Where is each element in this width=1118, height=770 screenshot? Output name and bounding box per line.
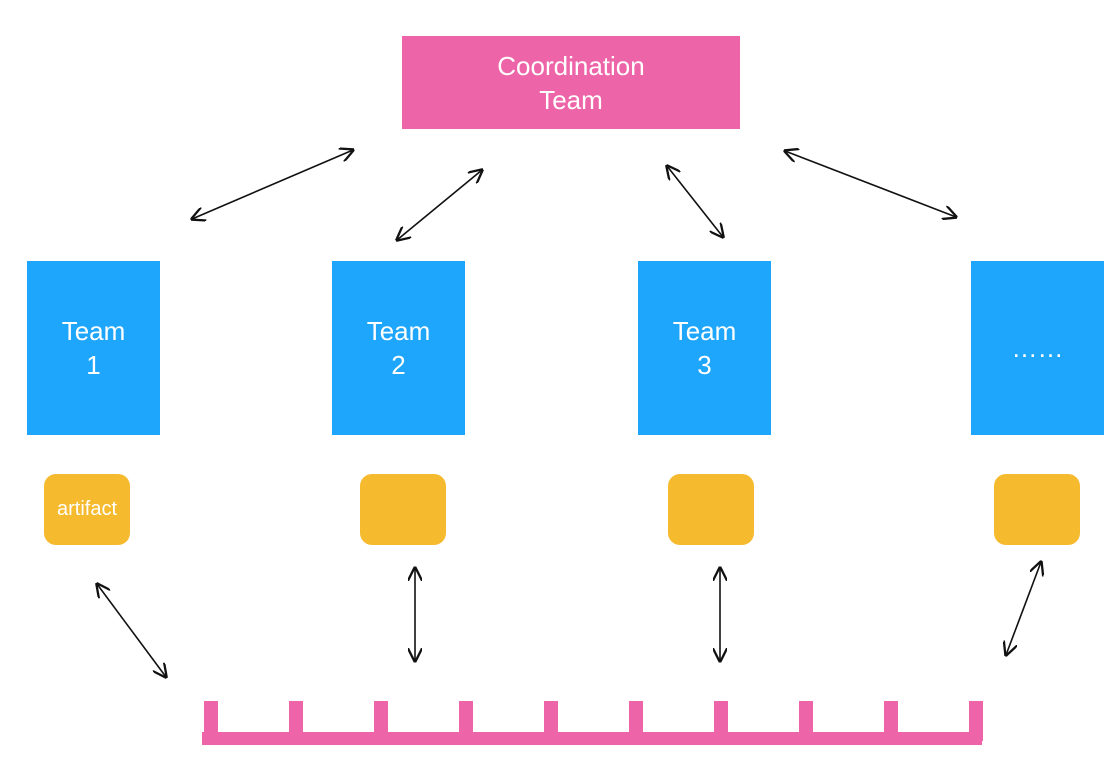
arrow-coord-team-more bbox=[785, 151, 956, 217]
bus-tooth bbox=[289, 701, 303, 741]
team-box-1: Team 1 bbox=[27, 261, 160, 435]
coordination-team-label: Coordination Team bbox=[497, 50, 645, 115]
artifact-box-1: artifact bbox=[44, 474, 130, 545]
artifact-label-1: artifact bbox=[56, 498, 118, 520]
team-label-2: Team 2 bbox=[366, 316, 431, 380]
bus-tooth bbox=[714, 701, 728, 741]
arrow-coord-team-1 bbox=[192, 150, 353, 219]
bus-tooth bbox=[459, 701, 473, 741]
team-label-3: Team 3 bbox=[672, 316, 737, 380]
team-box-3: Team 3 bbox=[638, 261, 771, 435]
artifact-box-4 bbox=[994, 474, 1080, 545]
team-label-1: Team 1 bbox=[61, 316, 126, 380]
bus-tooth bbox=[204, 701, 218, 741]
artifact-box-3 bbox=[668, 474, 754, 545]
bus-tooth bbox=[969, 701, 983, 741]
bus-tooth bbox=[884, 701, 898, 741]
arrow-coord-team-2 bbox=[397, 170, 482, 240]
arrow-coord-team-3 bbox=[667, 166, 723, 237]
coordination-team-box: Coordination Team bbox=[402, 36, 740, 129]
bus-rail bbox=[202, 732, 982, 745]
arrow-artifact-bus-1 bbox=[97, 584, 166, 677]
bus-tooth bbox=[629, 701, 643, 741]
shared-bus bbox=[202, 701, 983, 745]
artifact-box-2 bbox=[360, 474, 446, 545]
team-box-2: Team 2 bbox=[332, 261, 465, 435]
arrow-artifact-bus-4 bbox=[1006, 562, 1041, 655]
bus-tooth bbox=[799, 701, 813, 741]
bus-tooth bbox=[374, 701, 388, 741]
team-box-more: …… bbox=[971, 261, 1104, 435]
bus-tooth bbox=[544, 701, 558, 741]
team-label-more: …… bbox=[1011, 333, 1064, 363]
